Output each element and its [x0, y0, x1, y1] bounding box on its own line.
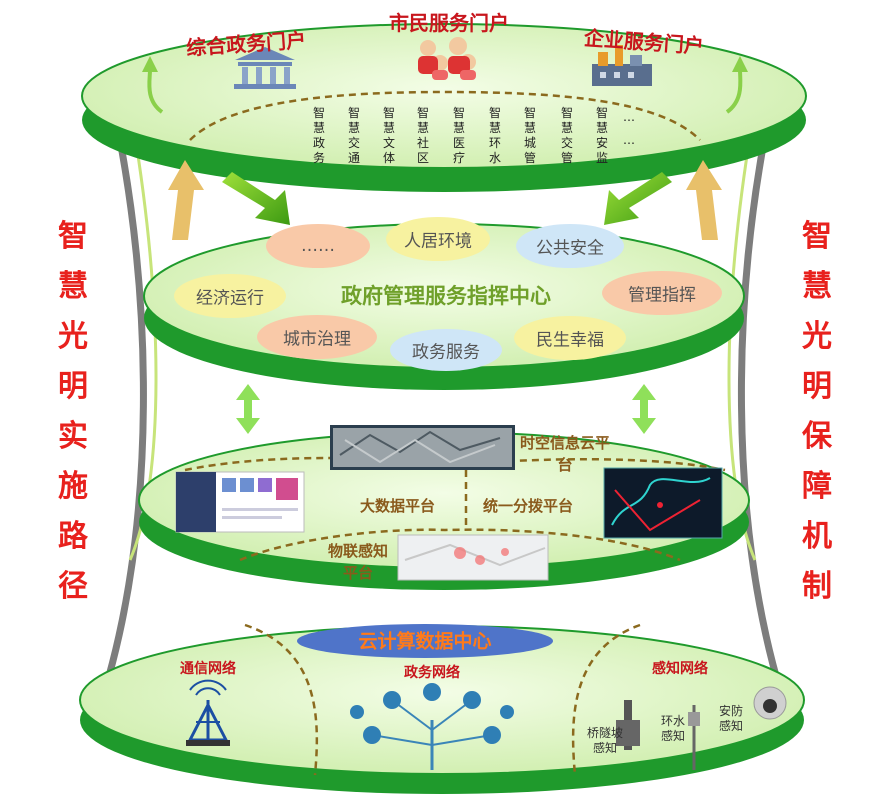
comm-network-label: 通信网络 [180, 661, 236, 677]
service-column: 智慧交管 [560, 106, 573, 165]
right-post [737, 99, 784, 691]
service-column: 智慧医疗 [452, 106, 465, 165]
dispatch-platform-label: 统一分拨平台 [483, 497, 574, 515]
curved-up-arrow-left [147, 69, 164, 114]
cloud-shape [174, 274, 286, 318]
cloud-ellipsis: …… [301, 236, 335, 256]
cloud-command: 管理指挥 [628, 285, 696, 306]
service-column: 智慧城管 [523, 106, 536, 165]
cloud-computing-center-label: 云计算数据中心 [358, 630, 492, 653]
service-column: 智慧社区 [416, 106, 429, 165]
tan-arrow-left [168, 160, 204, 240]
sensor-devices-icon [616, 686, 787, 770]
command-center-title: 政府管理服务指挥中心 [341, 284, 551, 308]
left-post [101, 99, 147, 691]
service-column: 智慧环水 [488, 106, 501, 165]
cloud-shape [516, 224, 624, 268]
cloud-wellbeing: 民生幸福 [536, 330, 604, 351]
factory-icon [592, 45, 652, 86]
arrows [142, 56, 748, 434]
double-arrow-right [632, 384, 656, 434]
cloud-economy: 经济运行 [196, 288, 264, 309]
green-arrow-left [222, 172, 290, 225]
cloud-public-safety: 公共安全 [536, 238, 604, 259]
right-vertical-title: 智慧光明保障机制 [802, 219, 832, 604]
signal-tower-icon [186, 679, 230, 746]
bigdata-screenshot [175, 471, 305, 533]
citizens-icon [418, 37, 476, 80]
cloud-shape [514, 316, 626, 360]
cloud-living-environment: 人居环境 [404, 231, 472, 252]
iot-map-screenshot [397, 534, 549, 581]
left-vertical-title: 智慧光明实施路径 [58, 219, 88, 604]
cloud-shapes [174, 217, 722, 371]
cloud-center-shape [297, 624, 553, 658]
sense-network-label: 感知网络 [652, 661, 708, 677]
network-tree-icon [350, 683, 514, 770]
cloud-shape [266, 224, 370, 268]
cloud-shape [390, 329, 502, 371]
service-column: …… [623, 110, 635, 147]
cloud-shape [257, 315, 377, 359]
service-column: 智慧政务 [312, 106, 325, 165]
service-column: 智慧文体 [382, 106, 395, 165]
dispatch-screenshot [603, 467, 723, 539]
spatial-map-screenshot [330, 425, 515, 470]
spatial-platform-label: 时空信息云平台 [520, 434, 611, 474]
cloud-gov-services: 政务服务 [412, 342, 480, 363]
service-column: 智慧交通 [347, 106, 360, 165]
iot-platform-label: 物联感知平台 [327, 542, 388, 582]
green-arrow-right [604, 172, 672, 225]
service-column: 智慧安监 [595, 106, 608, 165]
sensor-bridge-label: 桥隧坡感知 [586, 726, 623, 755]
cloud-shape [602, 271, 722, 315]
gov-network-label: 政务网络 [404, 665, 460, 681]
bigdata-platform-label: 大数据平台 [360, 497, 436, 515]
portal-citizen: 市民服务门户 [389, 11, 509, 35]
cloud-shape [386, 217, 490, 261]
sensor-security-label: 安防感知 [718, 704, 743, 733]
tan-arrow-right [686, 160, 722, 240]
gov-building-icon [234, 47, 296, 89]
double-arrow-left [236, 384, 260, 434]
cloud-governance: 城市治理 [283, 329, 351, 350]
sensor-water-label: 环水感知 [660, 714, 685, 743]
curved-up-arrow-right [725, 69, 743, 114]
